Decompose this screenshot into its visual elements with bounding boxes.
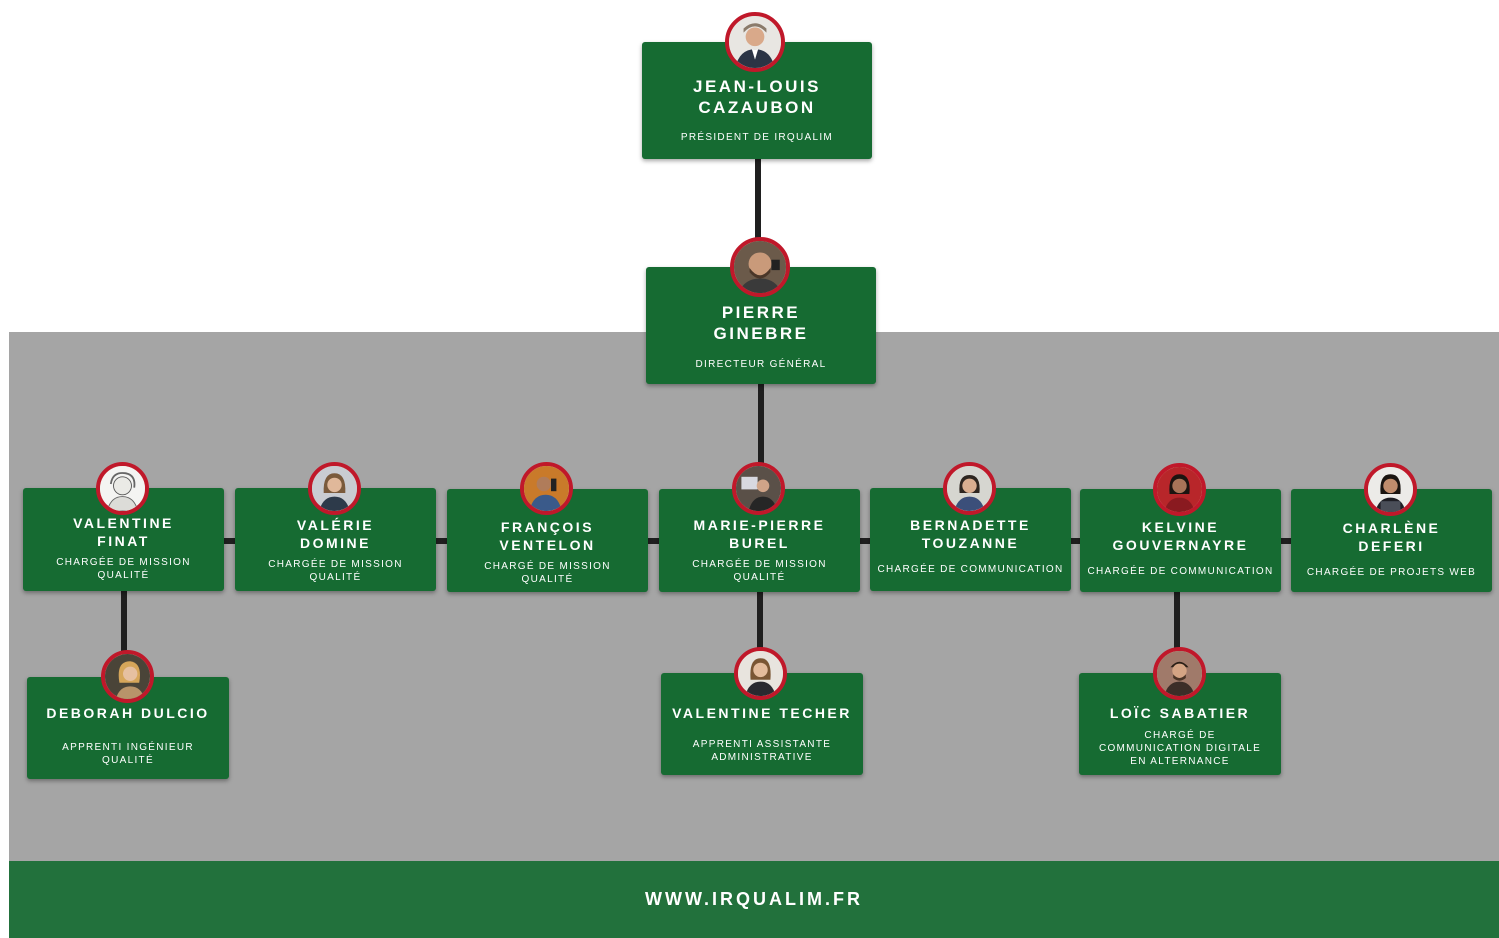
- photo-icon: [947, 466, 992, 511]
- person-name: PIERRE GINEBRE: [713, 303, 809, 344]
- person-role: DIRECTEUR GÉNÉRAL: [695, 358, 827, 370]
- avatar-deferi: [1364, 463, 1417, 516]
- person-name: VALÉRIE DOMINE: [296, 517, 375, 551]
- photo-icon: [1368, 467, 1413, 512]
- person-role: CHARGÉE DE MISSION QUALITÉ: [56, 557, 191, 581]
- person-name: DEBORAH DULCIO: [46, 705, 210, 721]
- photo-icon: [1157, 651, 1202, 696]
- person-name: MARIE-PIERRE BUREL: [693, 517, 826, 551]
- person-role: CHARGÉ DE COMMUNICATION DIGITALE EN ALTE…: [1098, 729, 1262, 767]
- avatar-sabatier: [1153, 647, 1206, 700]
- person-name: JEAN-LOUIS CAZAUBON: [693, 77, 821, 118]
- person-name: FRANÇOIS VENTELON: [499, 519, 596, 553]
- photo-icon: [105, 654, 150, 699]
- person-card-touzanne: BERNADETTE TOUZANNE CHARGÉE DE COMMUNICA…: [870, 488, 1071, 591]
- photo-icon: [736, 466, 781, 511]
- footer: WWW.IRQUALIM.FR: [9, 861, 1499, 938]
- staff-background: [9, 332, 1499, 861]
- photo-icon: [734, 241, 786, 293]
- person-role: CHARGÉE DE PROJETS WEB: [1306, 567, 1477, 578]
- website-link[interactable]: WWW.IRQUALIM.FR: [645, 889, 863, 909]
- avatar-gouvernayre: [1153, 463, 1206, 516]
- person-role: CHARGÉE DE MISSION QUALITÉ: [692, 559, 827, 583]
- photo-icon: [524, 466, 569, 511]
- avatar-domine: [308, 462, 361, 515]
- avatar-ginebre: [730, 237, 790, 297]
- person-name: LOÏC SABATIER: [1109, 705, 1251, 721]
- connector-director-team: [758, 383, 764, 491]
- avatar-dulcio: [101, 650, 154, 703]
- photo-icon: [729, 16, 781, 68]
- photo-icon: [100, 466, 145, 511]
- person-role: PRÉSIDENT DE IRQUALIM: [680, 131, 834, 143]
- person-role: CHARGÉE DE COMMUNICATION: [1087, 566, 1274, 577]
- avatar-touzanne: [943, 462, 996, 515]
- avatar-ventelon: [520, 462, 573, 515]
- person-name: VALENTINE TECHER: [672, 705, 852, 721]
- photo-icon: [738, 651, 783, 696]
- person-name: VALENTINE FINAT: [73, 515, 174, 549]
- person-role: CHARGÉE DE COMMUNICATION: [877, 564, 1064, 575]
- person-role: APPRENTI INGÉNIEUR QUALITÉ: [62, 741, 194, 766]
- person-card-deferi: CHARLÈNE DEFERI CHARGÉE DE PROJETS WEB: [1291, 489, 1492, 592]
- avatar-techer: [734, 647, 787, 700]
- avatar-burel: [732, 462, 785, 515]
- person-role: APPRENTI ASSISTANTE ADMINISTRATIVE: [692, 738, 832, 763]
- person-name: KELVINE GOUVERNAYRE: [1112, 519, 1249, 553]
- person-role: CHARGÉE DE MISSION QUALITÉ: [268, 559, 403, 583]
- person-role: CHARGÉ DE MISSION QUALITÉ: [484, 561, 611, 585]
- person-name: CHARLÈNE DEFERI: [1342, 520, 1441, 554]
- connector-gouvernayre-sabatier: [1174, 590, 1180, 676]
- person-card-domine: VALÉRIE DOMINE CHARGÉE DE MISSION QUALIT…: [235, 488, 436, 591]
- photo-icon: [312, 466, 357, 511]
- photo-icon: [1157, 467, 1202, 512]
- connector-finat-dulcio: [121, 590, 127, 680]
- connector-burel-techer: [757, 590, 763, 676]
- person-name: BERNADETTE TOUZANNE: [910, 517, 1031, 551]
- connector-president-director: [755, 158, 761, 270]
- avatar-finat: [96, 462, 149, 515]
- avatar-cazaubon: [725, 12, 785, 72]
